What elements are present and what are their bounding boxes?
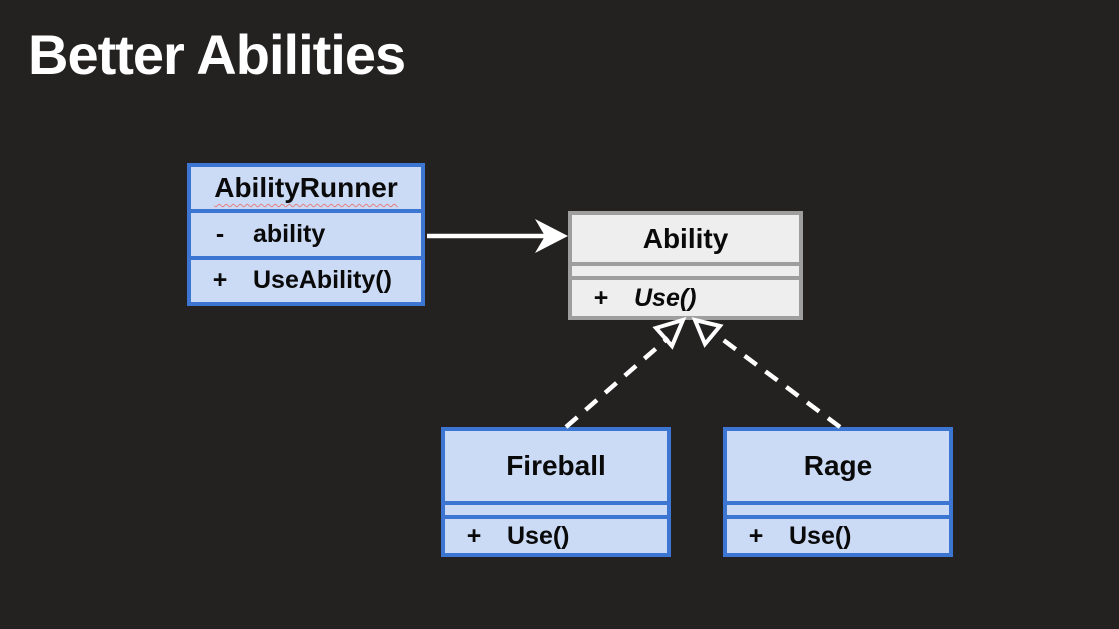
class-name: Rage — [803, 450, 873, 481]
class-name-row: AbilityRunner — [191, 167, 421, 210]
fields-compartment-empty — [445, 505, 667, 515]
hollow-triangle-arrowhead-icon — [652, 316, 687, 350]
class-name-row: Rage — [727, 431, 949, 501]
method-label: Use() — [789, 521, 852, 550]
method-label: Use() — [634, 283, 697, 312]
fields-compartment-empty — [572, 266, 799, 276]
class-name-row: Ability — [572, 215, 799, 262]
association-arrow-abilityrunner-to-ability — [427, 219, 568, 253]
realization-arrow-rage-to-ability — [691, 317, 842, 429]
class-name: Fireball — [506, 450, 606, 481]
method-row: + UseAbility() — [191, 259, 421, 302]
visibility-symbol: + — [748, 521, 764, 550]
attribute-label: ability — [253, 219, 326, 248]
uml-class-fireball: Fireball + Use() — [441, 427, 671, 557]
filled-arrowhead-icon — [535, 219, 568, 253]
class-name: AbilityRunner — [214, 172, 398, 204]
visibility-symbol: + — [466, 521, 482, 550]
method-label: UseAbility() — [253, 266, 392, 295]
uml-class-ability: Ability + Use() — [568, 211, 803, 320]
page-title: Better Abilities — [28, 23, 406, 86]
attribute-row: - ability — [191, 213, 421, 256]
uml-class-abilityrunner: AbilityRunner - ability + UseAbility() — [187, 163, 425, 306]
visibility-symbol: - — [215, 219, 225, 248]
method-row: + Use() — [727, 519, 949, 553]
method-row: + Use() — [445, 519, 667, 553]
visibility-symbol: + — [212, 266, 228, 295]
hollow-triangle-arrowhead-icon — [691, 317, 724, 348]
visibility-symbol: + — [593, 283, 609, 312]
class-name: Ability — [642, 222, 729, 254]
realization-arrow-fireball-to-ability — [564, 316, 687, 429]
fields-compartment-empty — [727, 505, 949, 515]
uml-class-rage: Rage + Use() — [723, 427, 953, 557]
method-row: + Use() — [572, 280, 799, 316]
method-label: Use() — [507, 521, 570, 550]
class-name-row: Fireball — [445, 431, 667, 501]
